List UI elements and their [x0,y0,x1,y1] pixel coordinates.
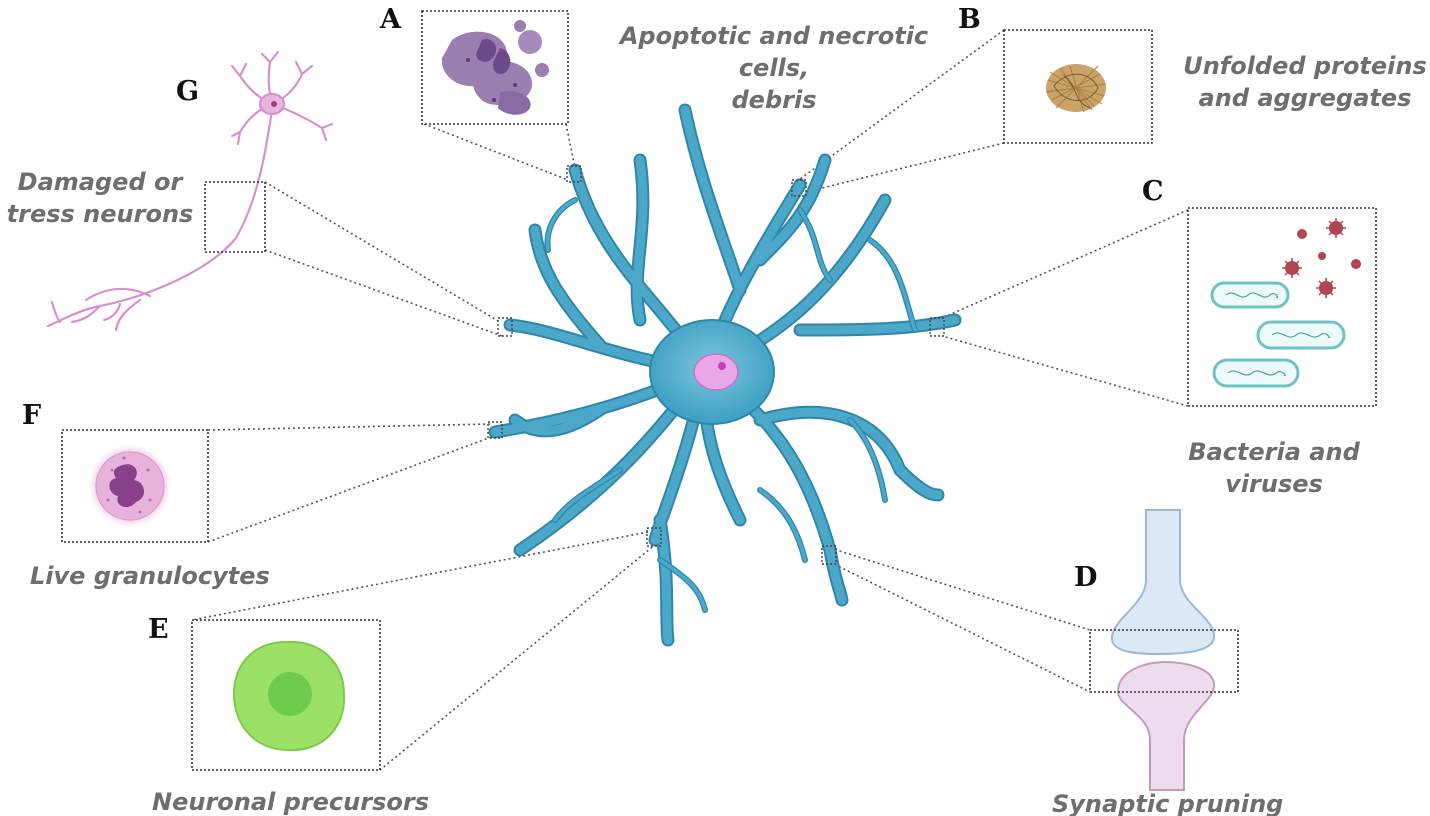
panel-g [46,50,334,332]
panel-letter-c: C [1142,176,1164,207]
caption-c: Bacteria and viruses [1164,436,1384,500]
microglia-nucleus [693,353,739,391]
caption-g-line2: tress neurons [6,200,194,228]
panel-g-frame [204,181,266,253]
panel-e [191,619,381,771]
caption-c-line1: Bacteria and [1188,438,1360,466]
caption-g-line1: Damaged or [17,168,183,196]
caption-f: Live granulocytes [30,560,290,592]
panel-letter-e: E [148,614,169,645]
panel-letter-b: B [958,4,981,35]
caption-b-line1: Unfolded proteins [1183,52,1427,80]
caption-d-line1: Synaptic pruning [1052,790,1284,816]
protein-aggregate-icon [1045,64,1107,113]
caption-b-line2: and aggregates [1198,84,1412,112]
panel-d [1089,509,1239,791]
neuron-icon [46,50,334,332]
panel-letter-a: A [380,4,401,35]
caption-g: Damaged or tress neurons [0,166,200,230]
caption-c-line2: viruses [1225,470,1323,498]
caption-f-line1: Live granulocytes [30,562,270,590]
panel-c [1187,207,1377,407]
caption-a: Apoptotic and necrotic cells, debris [584,20,964,116]
granulocyte-icon [86,442,174,530]
zoom-markers [487,165,945,565]
apoptotic-cells-icon [441,20,549,115]
caption-a-line1: Apoptotic and necrotic cells, [619,22,929,82]
panel-f [61,429,209,543]
caption-e-line1: Neuronal precursors [152,788,429,816]
panel-d-frame [1089,629,1239,693]
synapse-icon [1110,509,1216,791]
panel-letter-f: F [22,400,42,431]
connector-lines [191,29,1189,771]
panel-letter-d: D [1074,562,1098,593]
panel-b [1003,29,1153,144]
microglia-cell [488,103,962,647]
caption-e: Neuronal precursors [152,786,452,816]
caption-a-line2: debris [731,86,817,114]
caption-d: Synaptic pruning [1052,788,1302,816]
panel-a [421,10,569,125]
bacteria-virus-icon [1210,218,1361,388]
caption-b: Unfolded proteins and aggregates [1180,50,1430,114]
panel-letter-g: G [176,76,200,107]
neuronal-precursor-icon [232,640,346,752]
